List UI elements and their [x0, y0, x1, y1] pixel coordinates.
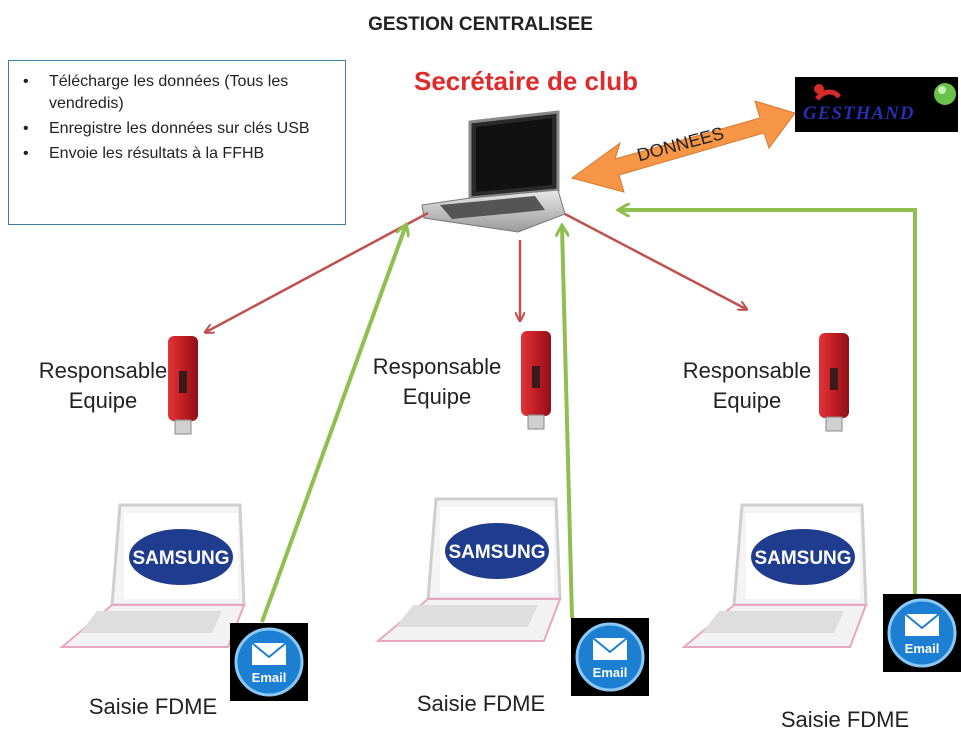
- email-label: Email: [252, 670, 287, 685]
- return-arrow-right: [619, 210, 917, 595]
- samsung-logo: SAMSUNG: [132, 548, 229, 569]
- samsung-logo: SAMSUNG: [448, 542, 545, 563]
- return-arrow-left: [260, 225, 406, 623]
- usb-key-icon: [521, 331, 551, 430]
- samsung-logo: SAMSUNG: [754, 548, 851, 569]
- secretary-laptop: [421, 110, 566, 233]
- team-laptop: SAMSUNG: [681, 503, 868, 648]
- note-item: Enregistre les données sur clés USB: [19, 118, 333, 140]
- email-icon: Email: [883, 594, 961, 672]
- task-notes-box: Télécharge les données (Tous les vendred…: [8, 60, 346, 225]
- usb-key-icon: [819, 333, 849, 432]
- email-icon: Email: [571, 618, 649, 696]
- email-label: Email: [593, 665, 628, 680]
- note-item: Envoie les résultats à la FFHB: [19, 143, 333, 165]
- email-label: Email: [905, 641, 940, 656]
- usb-key-icon: [168, 336, 198, 435]
- distribution-arrow-left: [206, 211, 429, 332]
- match-sheet-entry-label: Saisie FDME: [416, 691, 546, 716]
- gesthand-logo: GESTHAND: [795, 77, 958, 132]
- team-manager-label: Responsable Equipe: [682, 358, 812, 413]
- distribution-arrow-right: [564, 212, 746, 309]
- team-manager-label: Responsable Equipe: [372, 354, 502, 409]
- gesthand-logo-text: GESTHAND: [803, 103, 915, 124]
- secretary-title: Secrétaire de club: [414, 66, 638, 96]
- match-sheet-entry-label: Saisie FDME: [780, 707, 910, 732]
- return-arrow-center: [562, 226, 574, 619]
- exchange-label: DONNEES: [635, 123, 726, 165]
- diagram-title: GESTION CENTRALISEE: [368, 14, 593, 35]
- team-manager-label: Responsable Equipe: [38, 358, 168, 413]
- team-laptop: SAMSUNG: [59, 503, 246, 648]
- team-laptop: SAMSUNG: [375, 497, 562, 642]
- note-item: Télécharge les données (Tous les vendred…: [19, 71, 333, 115]
- match-sheet-entry-label: Saisie FDME: [88, 694, 218, 719]
- email-icon: Email: [230, 623, 308, 701]
